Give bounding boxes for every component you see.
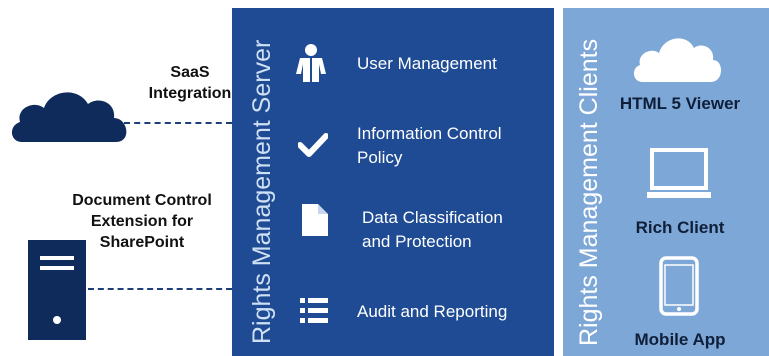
clients-panel-title: Rights Management Clients — [575, 38, 603, 346]
rights-management-server-panel: Rights Management Server User Management… — [232, 8, 554, 356]
client-mobile-app: Mobile App — [634, 330, 726, 349]
rights-management-clients-panel: Rights Management Clients HTML 5 Viewer … — [563, 8, 769, 356]
feature-audit-reporting: Audit and Reporting — [357, 302, 508, 321]
document-control-label: Document Control Extension for SharePoin… — [52, 190, 232, 253]
dc-label-line1: Document Control — [72, 192, 212, 209]
dc-label-line3: SharePoint — [99, 234, 185, 251]
saas-integration-label: SaaS Integration — [140, 62, 240, 104]
server-panel-title: Rights Management Server — [248, 39, 276, 344]
saas-label-line1: SaaS — [170, 64, 210, 81]
list-icon — [300, 298, 328, 324]
feature-info-line2: Policy — [357, 148, 403, 167]
user-icon — [296, 44, 326, 82]
cloud-icon — [631, 30, 723, 84]
feature-data-line1: Data Classification — [362, 208, 503, 227]
client-rich-client: Rich Client — [635, 218, 725, 237]
feature-data-line2: and Protection — [362, 232, 472, 251]
dc-label-line2: Extension for — [90, 213, 194, 230]
feature-data-classification: Data Classification and Protection — [362, 206, 503, 254]
document-icon — [302, 204, 328, 236]
saas-cloud-icon — [8, 82, 132, 144]
feature-information-control-policy: Information Control Policy — [357, 122, 502, 170]
saas-label-line2: Integration — [148, 85, 232, 102]
saas-connector-line — [124, 122, 232, 124]
feature-user-management: User Management — [357, 54, 497, 73]
sharepoint-connector-line — [88, 288, 232, 290]
feature-info-line1: Information Control — [357, 124, 502, 143]
tablet-icon — [659, 256, 699, 316]
checkmark-icon — [297, 132, 329, 158]
client-html5-viewer: HTML 5 Viewer — [619, 94, 741, 113]
server-tower-icon — [28, 240, 86, 340]
monitor-icon — [647, 148, 711, 202]
